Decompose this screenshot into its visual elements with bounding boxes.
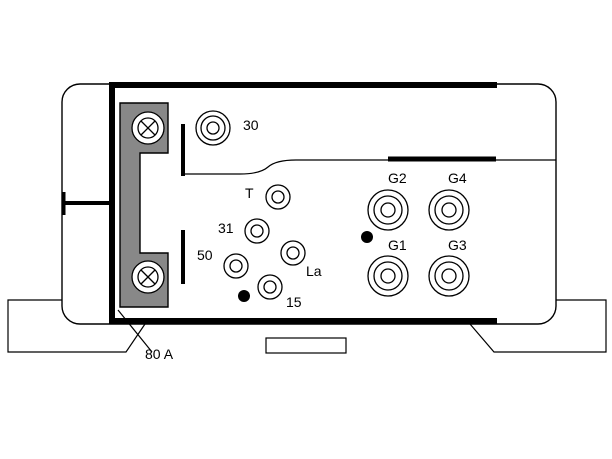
fuse-label: 80 A: [145, 346, 174, 362]
fuse-bus-bar: [119, 102, 169, 308]
label-g1: G1: [388, 237, 407, 253]
internal-divider: [183, 159, 556, 175]
fuse-leader-line: [117, 309, 153, 353]
terminal-50: [223, 253, 249, 279]
terminal-t: [265, 184, 291, 210]
label-30: 30: [243, 117, 259, 133]
bottom-tab: [265, 337, 347, 354]
fuse-screw-bottom-icon: [131, 260, 165, 294]
mounting-flange-right: [469, 299, 607, 353]
fuse-screw-top-icon: [131, 111, 165, 145]
terminal-g2: [367, 189, 409, 231]
marker-dot-right: [361, 231, 373, 243]
label-31: 31: [218, 220, 234, 236]
terminal-30: [195, 110, 231, 146]
marker-dot-left: [238, 290, 250, 302]
terminal-g1: [367, 255, 409, 297]
terminal-31: [244, 218, 270, 244]
label-g3: G3: [448, 237, 467, 253]
label-t: T: [245, 185, 254, 201]
terminal-g4: [428, 189, 470, 231]
label-g2: G2: [388, 170, 407, 186]
label-g4: G4: [448, 170, 467, 186]
terminal-la: [280, 240, 306, 266]
label-50: 50: [197, 247, 213, 263]
mounting-flange-left: [7, 299, 146, 353]
terminal-15: [257, 274, 283, 300]
terminal-g3: [428, 255, 470, 297]
label-15: 15: [286, 294, 302, 310]
label-la: La: [306, 263, 322, 279]
